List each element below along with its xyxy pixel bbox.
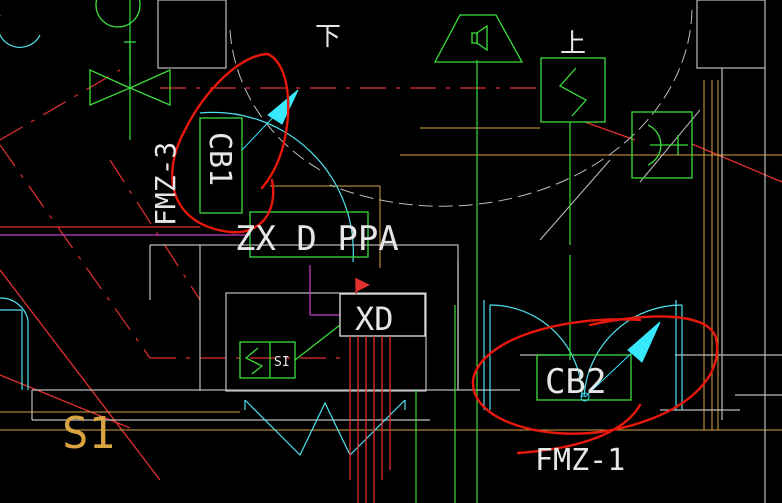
red-bus-lines	[349, 336, 391, 503]
cyan-arrow-icons	[241, 89, 661, 402]
grey-diagonals	[539, 109, 701, 241]
label-cb2: CB2	[545, 362, 606, 402]
valve-icon	[89, 0, 171, 106]
cb1-cabinet	[199, 117, 243, 214]
wall-lines	[31, 0, 782, 503]
label-zxd: ZX D PPA	[235, 219, 399, 259]
zxd-panel-box	[249, 211, 369, 258]
label-si: SI	[274, 355, 290, 370]
cyan-lines	[0, 15, 683, 457]
cb2-cabinet	[536, 354, 632, 401]
switch-s-icon	[540, 57, 606, 123]
markup-circles	[171, 52, 719, 455]
magenta-lines	[0, 234, 340, 316]
power-socket-icon	[631, 111, 693, 179]
label-up: 上	[560, 29, 586, 59]
label-s1: S1	[62, 408, 115, 459]
si-switch-icon	[239, 324, 341, 379]
red-flag-icon	[355, 278, 370, 294]
label-fmz1: FMZ-1	[535, 443, 625, 478]
speaker-icon	[433, 14, 524, 63]
label-fmz3: FMZ-3	[149, 142, 182, 226]
label-down: 下	[315, 22, 341, 52]
yellow-lines	[0, 80, 782, 431]
labels: CB1 FMZ-3 ZX D PPA XD SI CB2 FMZ-1 S1 上 …	[62, 22, 625, 478]
door-swing-arcs-dashed	[229, 9, 693, 207]
label-cb1: CB1	[202, 132, 237, 186]
label-xd: XD	[355, 300, 394, 338]
